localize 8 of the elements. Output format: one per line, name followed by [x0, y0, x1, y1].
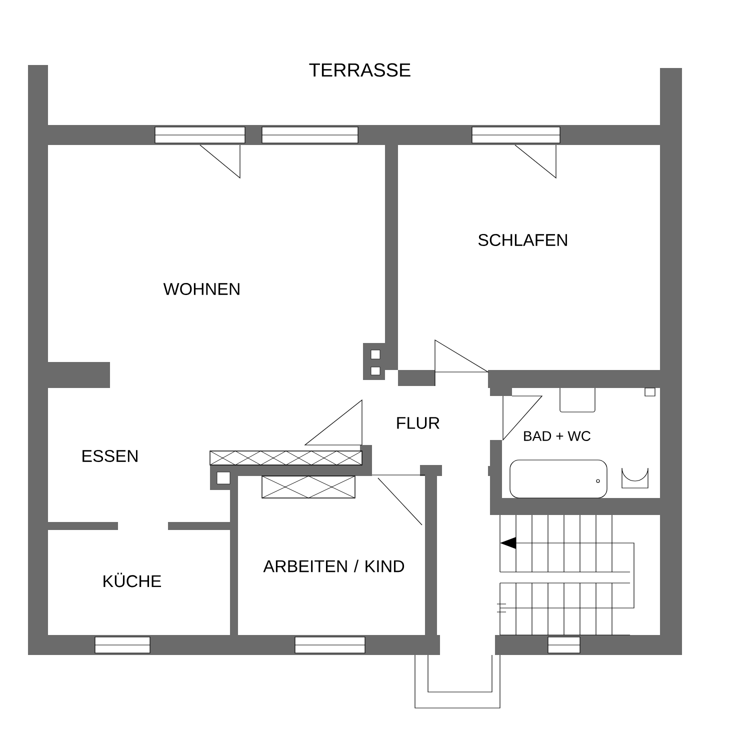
- room-label: FLUR: [397, 417, 440, 429]
- room-label: BAD + WC: [524, 431, 590, 441]
- room-label: ARBEITEN / KIND: [263, 560, 404, 572]
- room-label: TERRASSE: [309, 63, 410, 77]
- room-label: ESSEN: [82, 450, 138, 462]
- room-label: SCHLAFEN: [478, 234, 567, 246]
- room-label: WOHNEN: [163, 282, 240, 296]
- room-label: KÜCHE: [104, 572, 161, 588]
